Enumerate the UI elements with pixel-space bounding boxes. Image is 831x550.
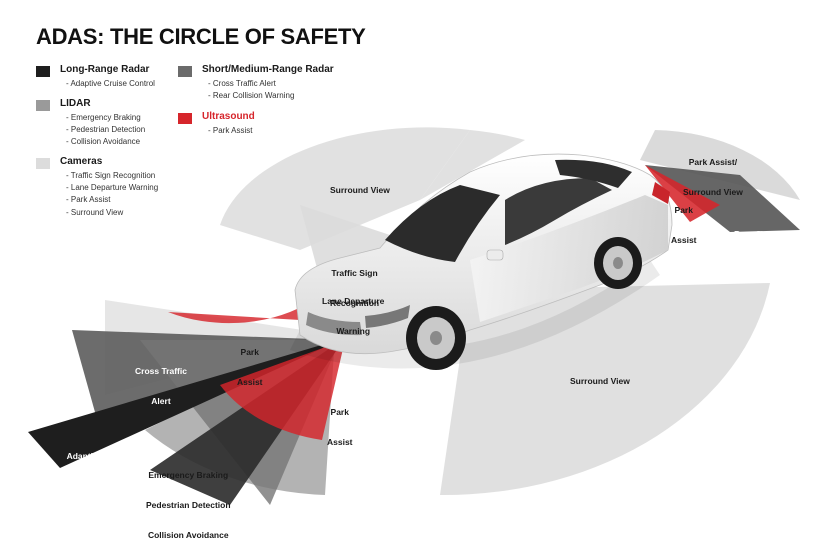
label-line: Park xyxy=(237,347,263,357)
label-emergency-braking: Emergency Braking Pedestrian Detection C… xyxy=(146,450,231,550)
label-line: Pedestrian Detection xyxy=(146,500,231,510)
long-range-radar-swatch xyxy=(36,66,50,77)
legend-items: - Park Assist xyxy=(208,125,252,137)
legend-items: - Adaptive Cruise Control xyxy=(66,78,155,90)
label-park-assist-front: Park Assist xyxy=(327,387,353,457)
legend-item: - Surround View xyxy=(66,207,158,219)
legend-item: - Emergency Braking xyxy=(66,112,145,124)
legend-item: - Pedestrian Detection xyxy=(66,124,145,136)
legend-item: - Rear Collision Warning xyxy=(208,90,294,102)
label-line: Assist xyxy=(327,437,353,447)
label-line: Surround View xyxy=(330,185,390,195)
label-line: Warning xyxy=(734,259,791,269)
front-wheel xyxy=(406,306,466,370)
legend-items: - Cross Traffic Alert - Rear Collision W… xyxy=(208,78,294,102)
legend-item: - Traffic Sign Recognition xyxy=(66,170,158,182)
label-line: Park xyxy=(671,205,697,215)
legend-item: - Park Assist xyxy=(66,194,158,206)
label-line: Warning xyxy=(322,326,384,336)
legend-item: - Cross Traffic Alert xyxy=(208,78,294,90)
label-park-assist-rear: Park Assist xyxy=(671,185,697,255)
label-line: Assist xyxy=(237,377,263,387)
label-line: Alert xyxy=(135,396,187,406)
label-line: Assist xyxy=(671,235,697,245)
label-line: Lane Departure xyxy=(322,296,384,306)
diagram-title: ADAS: THE CIRCLE OF SAFETY xyxy=(36,24,366,50)
label-surround-view-top: Surround View xyxy=(330,165,390,205)
ultrasound-swatch xyxy=(178,113,192,124)
label-line: Adaptive xyxy=(55,451,114,461)
cameras-swatch xyxy=(36,158,50,169)
short-medium-radar-swatch xyxy=(178,66,192,77)
label-line: Rear Collision xyxy=(734,229,791,239)
legend-label: Ultrasound xyxy=(202,111,255,122)
legend-item: - Park Assist xyxy=(208,125,252,137)
label-line: Emergency Braking xyxy=(146,470,231,480)
legend-items: - Emergency Braking - Pedestrian Detecti… xyxy=(66,112,145,149)
legend-label: Long-Range Radar xyxy=(60,64,149,75)
label-line: Collision Avoidance xyxy=(146,530,231,540)
legend-items: - Traffic Sign Recognition - Lane Depart… xyxy=(66,170,158,219)
label-rear-collision-warning: Rear Collision Warning xyxy=(734,209,791,279)
label-cross-traffic-alert: Cross Traffic Alert xyxy=(135,346,187,416)
legend-label: LIDAR xyxy=(60,98,91,109)
label-line: Surround View xyxy=(570,376,630,386)
label-park-assist-front-left: Park Assist xyxy=(237,327,263,397)
label-surround-view-right: Surround View xyxy=(570,356,630,396)
legend-item: - Adaptive Cruise Control xyxy=(66,78,155,90)
label-lane-departure-warning: Lane Departure Warning xyxy=(322,276,384,346)
rear-wheel xyxy=(594,237,642,289)
mirror xyxy=(487,250,503,260)
label-line: Cruise Control xyxy=(55,481,114,491)
label-adaptive-cruise-control: Adaptive Cruise Control xyxy=(55,431,114,501)
lidar-swatch xyxy=(36,100,50,111)
label-line: Cross Traffic xyxy=(135,366,187,376)
legend-label: Short/Medium-Range Radar xyxy=(202,64,334,75)
label-line: Park xyxy=(327,407,353,417)
legend-item: - Lane Departure Warning xyxy=(66,182,158,194)
legend-item: - Collision Avoidance xyxy=(66,136,145,148)
label-line: Park Assist/ xyxy=(683,157,743,167)
legend-label: Cameras xyxy=(60,156,102,167)
